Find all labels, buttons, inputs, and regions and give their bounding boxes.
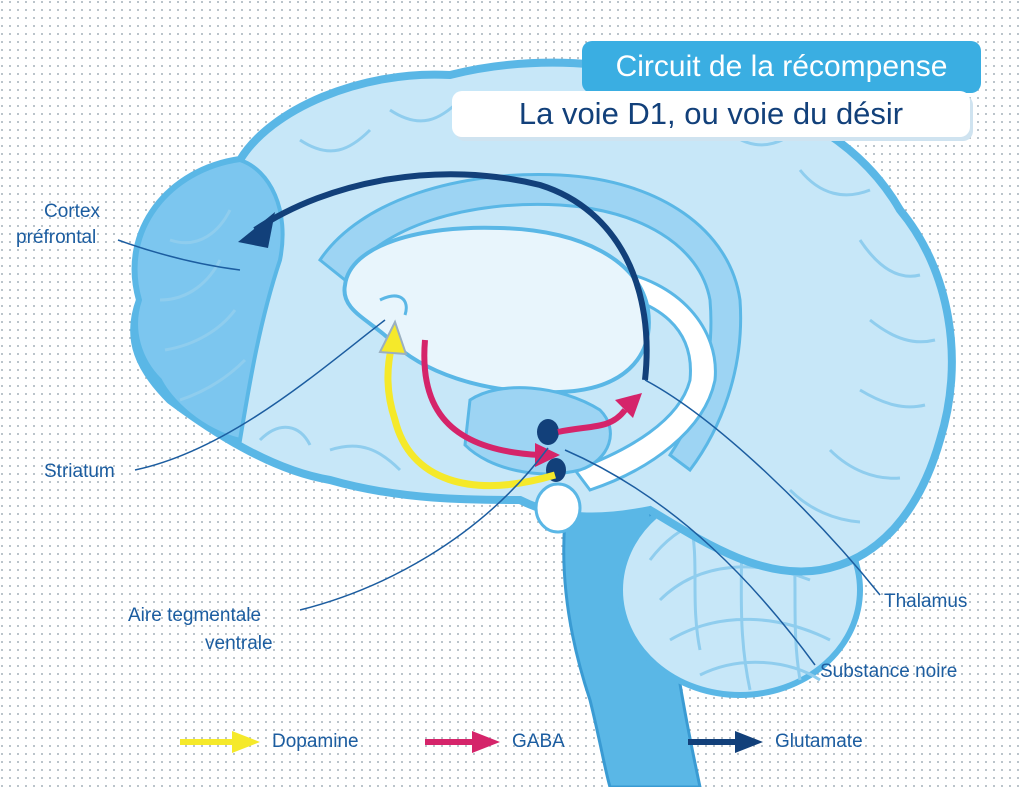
legend-gaba-label: GABA xyxy=(512,731,565,752)
label-thalamus: Thalamus xyxy=(884,591,968,612)
glutamate-pathway xyxy=(253,171,650,381)
label-vta-line2: ventrale xyxy=(205,633,273,654)
mammillary-body xyxy=(534,482,582,534)
label-leader-lines xyxy=(117,239,881,666)
gaba-arrowhead-1 xyxy=(535,443,560,467)
label-substantia-noire: Substance noire xyxy=(820,661,958,682)
gaba-arrowhead-2 xyxy=(615,393,642,418)
gaba-pathway-2 xyxy=(557,408,628,435)
diagram-title: Circuit de la récompense xyxy=(582,41,981,93)
legend-arrows xyxy=(180,731,763,753)
diagram-subtitle: La voie D1, ou voie du désir xyxy=(452,91,970,137)
legend-glutamate-arrowhead xyxy=(735,731,763,753)
label-cortex-line1: Cortex xyxy=(44,201,100,222)
substantia-nigra-nucleus xyxy=(537,419,559,445)
prefrontal-region xyxy=(133,157,285,443)
dopamine-arrowhead xyxy=(378,319,408,356)
glutamate-arrowhead xyxy=(238,212,275,248)
label-vta-line1: Aire tegmentale xyxy=(128,605,262,626)
fornix xyxy=(572,268,717,492)
legend-glutamate-label: Glutamate xyxy=(775,731,863,752)
legend-dopamine-arrowhead xyxy=(232,731,260,753)
legend-gaba-arrowhead xyxy=(472,731,500,753)
gaba-pathway-1 xyxy=(421,339,541,458)
legend-dopamine-label: Dopamine xyxy=(272,731,359,752)
label-cortex-line2: préfrontal xyxy=(16,227,97,248)
corpus-callosum xyxy=(317,172,743,473)
dopamine-pathway xyxy=(384,344,556,489)
label-striatum: Striatum xyxy=(44,461,115,482)
